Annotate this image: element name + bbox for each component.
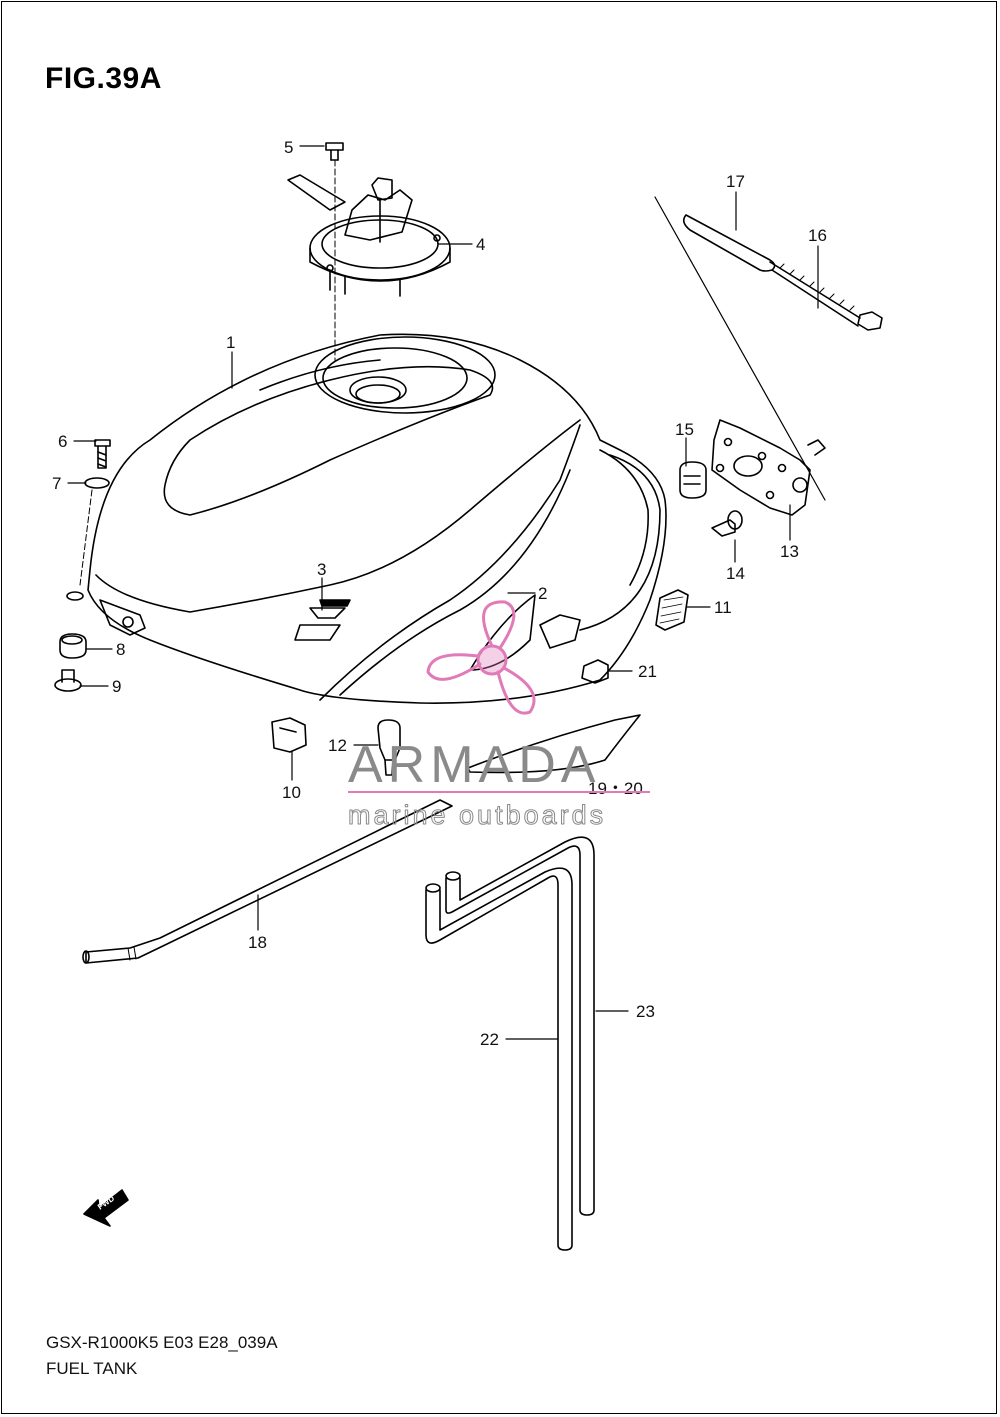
callout-17: 17 xyxy=(726,172,745,191)
callout-11: 11 xyxy=(714,598,732,617)
callout-9: 9 xyxy=(112,677,121,696)
callout-2: 2 xyxy=(538,584,547,603)
left-mounting-hardware xyxy=(54,439,111,692)
fuel-cap-assembly xyxy=(287,142,451,361)
watermark: ARMADA marine outboards xyxy=(348,600,650,831)
callout-5: 5 xyxy=(284,138,293,157)
watermark-rule xyxy=(348,791,650,793)
watermark-tagline: marine outboards xyxy=(348,800,606,830)
leader-lines xyxy=(67,145,819,1040)
callout-13: 13 xyxy=(780,542,799,561)
callout-3: 3 xyxy=(317,560,326,579)
protector-strip xyxy=(467,714,641,774)
callout-16: 16 xyxy=(808,226,827,245)
callout-23: 23 xyxy=(636,1002,655,1021)
rear-bracket-hardware xyxy=(654,196,883,537)
callout-7: 7 xyxy=(52,474,61,493)
callout-21: 21 xyxy=(638,662,657,681)
callout-22: 22 xyxy=(480,1030,499,1049)
fuel-tank-body xyxy=(87,333,667,704)
watermark-brand: ARMADA xyxy=(348,736,600,794)
callout-14: 14 xyxy=(726,564,745,583)
callout-10: 10 xyxy=(282,783,301,802)
side-cover xyxy=(469,594,536,671)
callout-6: 6 xyxy=(58,432,67,451)
small-parts xyxy=(271,589,689,776)
callout-18: 18 xyxy=(248,933,267,952)
fuel-hoses xyxy=(425,836,595,1251)
drain-tube xyxy=(82,799,453,964)
callout-19-20: 19・20 xyxy=(588,779,643,798)
callout-8: 8 xyxy=(116,640,125,659)
callout-1: 1 xyxy=(226,333,235,352)
callout-12: 12 xyxy=(328,736,347,755)
model-code: GSX-R1000K5 E03 E28_039A xyxy=(46,1333,278,1352)
callout-labels: 1 2 3 4 5 6 7 8 9 10 11 12 13 14 15 16 1… xyxy=(52,138,827,1049)
figure-caption: FUEL TANK xyxy=(46,1359,138,1378)
callout-15: 15 xyxy=(675,420,694,439)
propeller-logo-icon xyxy=(426,600,536,715)
fwd-direction-arrow: FWD xyxy=(83,1189,129,1227)
figure-title: FIG.39A xyxy=(45,62,162,95)
callout-4: 4 xyxy=(476,235,485,254)
tank-emblem xyxy=(294,599,351,641)
